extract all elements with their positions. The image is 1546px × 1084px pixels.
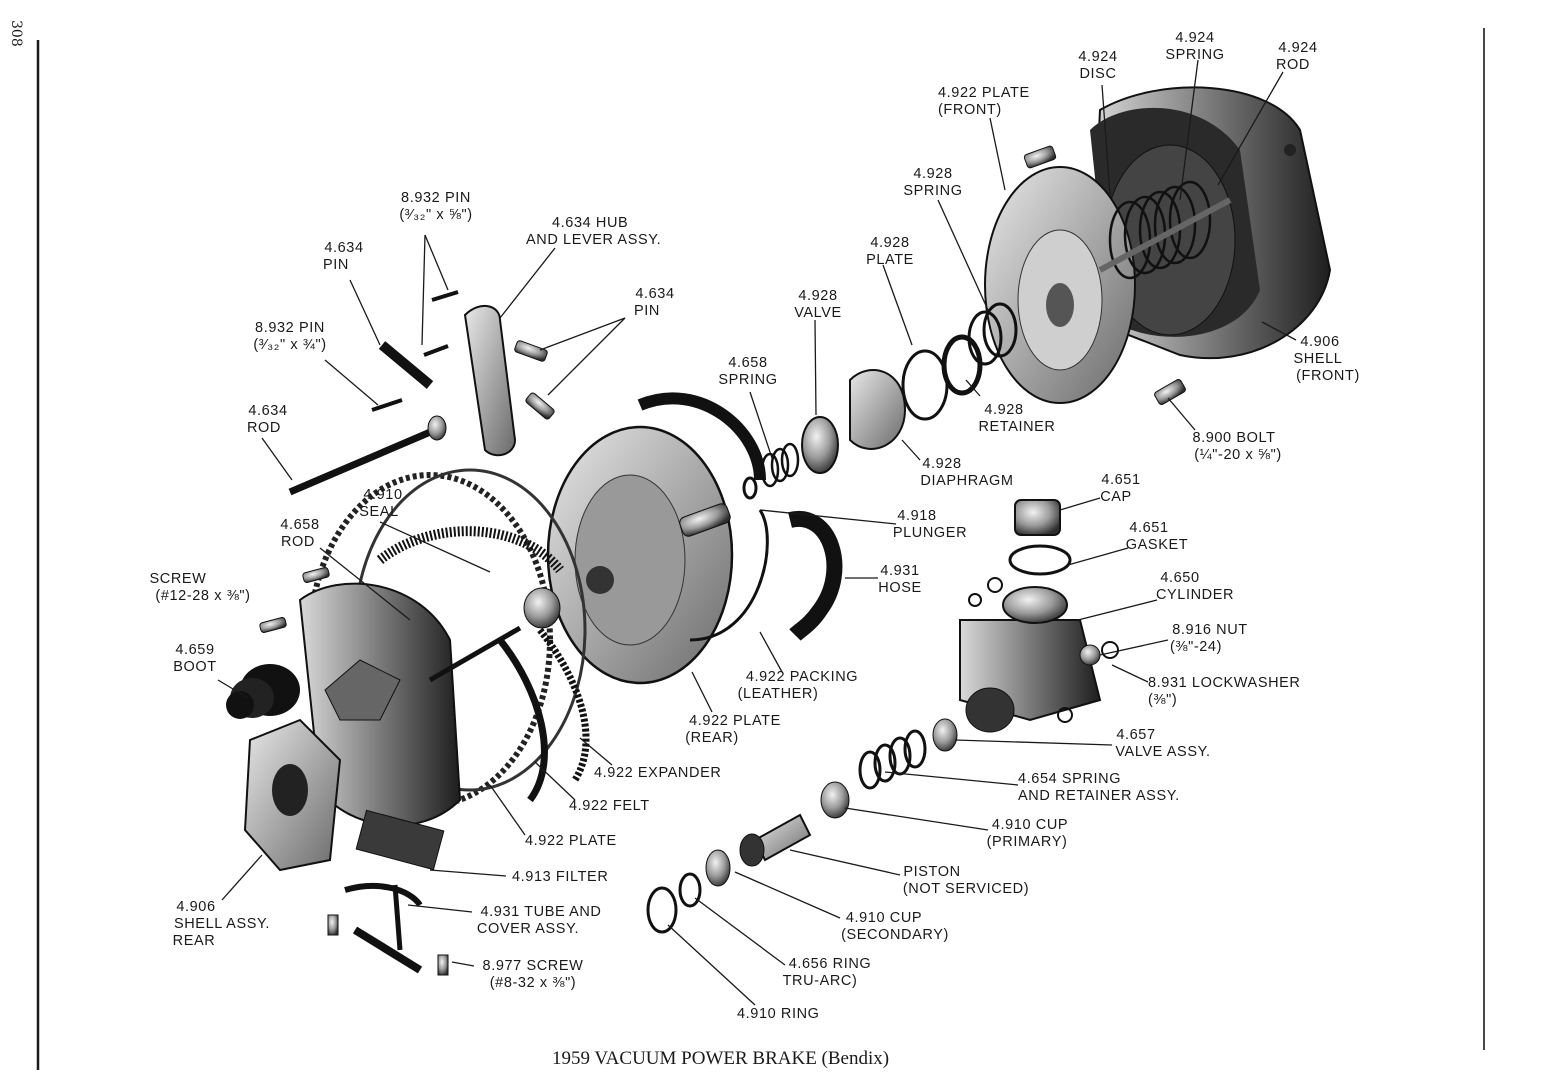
label-felt-4922: 4.922 FELT <box>569 798 650 814</box>
push-rod-part <box>428 587 561 683</box>
rear-shell-part <box>243 468 587 872</box>
figure-caption: 1959 VACUUM POWER BRAKE (Bendix) <box>552 1048 889 1069</box>
label-packing-4922: 4.922 PACKING(LEATHER) <box>738 669 859 702</box>
label-plate-front-4922: 4.922 PLATE(FRONT) <box>938 85 1030 118</box>
bolts-front <box>1023 145 1186 405</box>
rod-pin-parts <box>288 290 555 496</box>
master-cylinder-part <box>959 499 1119 733</box>
tube-cover-part <box>344 882 423 974</box>
label-plate-rear-4922: 4.922 PLATE(REAR) <box>685 713 781 746</box>
label-screw-12-28: SCREW(#12-28 x ⅜") <box>150 571 251 604</box>
label-cup-primary-4910: 4.910 CUP(PRIMARY) <box>987 817 1069 850</box>
rear-plate-part <box>546 392 769 685</box>
screws-left <box>259 566 449 976</box>
valve-stack-parts <box>801 302 1018 474</box>
label-lockwasher-8931: 8.931 LOCKWASHER(⅜") <box>1148 675 1301 708</box>
label-ring-4910: 4.910 RING <box>737 1006 820 1022</box>
label-plate-4922: 4.922 PLATE <box>525 833 617 849</box>
leader-lines <box>217 59 1297 1006</box>
label-filter-4913: 4.913 FILTER <box>512 869 608 885</box>
label-piston: PISTON(NOT SERVICED) <box>903 864 1029 897</box>
piston-stack-parts <box>646 718 958 934</box>
label-bolt-8900: 8.900 BOLT(¼"-20 x ⅝") <box>1192 430 1281 463</box>
label-expander-4922: 4.922 EXPANDER <box>594 765 721 781</box>
hose-part <box>788 510 843 641</box>
label-pin-8932-b: 8.932 PIN(³⁄₃₂" x ¾") <box>253 320 326 353</box>
label-nut-8916: 8.916 NUT(⅜"-24) <box>1170 622 1248 655</box>
page-number: 308 <box>8 20 24 47</box>
label-pin-8932-a: 8.932 PIN(³⁄₃₂" x ⅝") <box>399 190 472 223</box>
front-plate-part <box>984 166 1136 404</box>
label-screw-8977: 8.977 SCREW(#8-32 x ⅜") <box>483 958 584 991</box>
expander-felt-parts <box>376 526 590 803</box>
label-cup-secondary-4910: 4.910 CUP(SECONDARY) <box>841 910 949 943</box>
front-coil-spring-part <box>1098 180 1232 280</box>
